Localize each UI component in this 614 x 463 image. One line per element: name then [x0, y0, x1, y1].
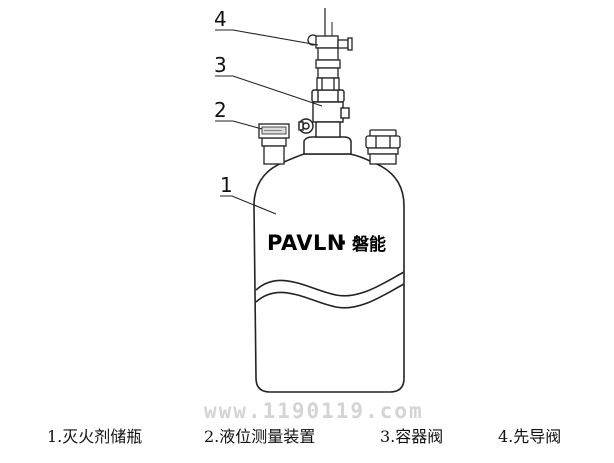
brand-separator: · [339, 231, 347, 255]
break-line-upper [255, 271, 405, 297]
agent-storage-cylinder [253, 153, 405, 393]
leader-line-2 [215, 120, 263, 130]
brand-name: PAVLN [267, 231, 345, 255]
legend-item-container-valve: 3.容器阀 [380, 427, 443, 446]
cylinder-neck [303, 136, 352, 155]
callout-number-2: 2 [214, 98, 227, 122]
pilot-valve [307, 8, 353, 91]
legend-item-level-device: 2.液位测量装置 [204, 427, 315, 446]
leader-line-4 [215, 29, 319, 46]
callout-number-1: 1 [220, 173, 233, 197]
container-valve [298, 89, 350, 138]
left-shoulder-port [261, 137, 287, 165]
callout-number-3: 3 [214, 53, 227, 77]
leader-lines [215, 29, 323, 215]
liquid-level-measuring-device [258, 123, 290, 139]
leader-line-1 [220, 195, 277, 215]
break-line-lower [255, 283, 405, 309]
leader-line-3 [215, 75, 323, 107]
brand-chinese-name: 磐能 [351, 234, 386, 255]
right-shoulder-fitting [365, 129, 401, 165]
watermark-text: www.1190119.com [204, 399, 424, 423]
callout-number-4: 4 [214, 7, 227, 31]
legend-item-cylinder: 1.灭火剂储瓶 [47, 427, 142, 446]
legend-item-pilot-valve: 4.先导阀 [498, 427, 561, 446]
